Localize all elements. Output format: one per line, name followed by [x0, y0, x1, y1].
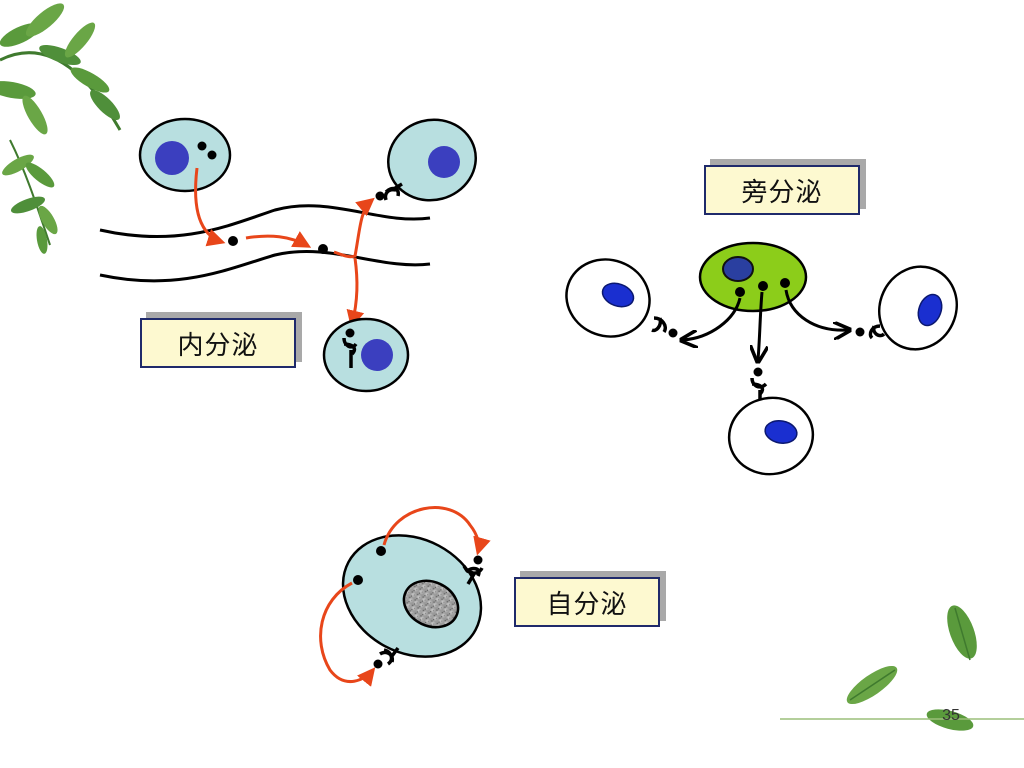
vessel-wall-lower — [99, 250, 431, 283]
paracrine-diagram — [565, 241, 958, 476]
vessel-wall-upper — [99, 204, 431, 239]
hormone-dot — [345, 328, 355, 338]
hormone-dot — [758, 281, 768, 291]
hormone-dot — [207, 150, 217, 160]
target-cell — [878, 265, 958, 351]
hormone-dot — [318, 244, 328, 254]
autocrine-arrow-bottom — [319, 581, 376, 687]
fern-leaves-decoration — [0, 3, 122, 254]
hormone-dot — [375, 191, 385, 201]
receptor-icon — [379, 646, 400, 666]
hormone-dot — [197, 141, 207, 151]
page-number: 35 — [942, 707, 960, 724]
endocrine-label-text: 内分泌 — [177, 330, 259, 361]
hormone-dot — [753, 367, 763, 377]
nucleus — [601, 282, 635, 308]
nucleus — [155, 141, 189, 175]
diffusion-arrow-left — [683, 297, 742, 340]
hormone-dot — [473, 555, 483, 565]
autocrine-diagram — [319, 506, 491, 687]
paracrine-label: 旁分泌 — [704, 165, 860, 215]
leaves-decoration-bottom-right — [846, 605, 977, 731]
hormone-dot — [373, 659, 383, 669]
nucleus — [361, 339, 393, 371]
nucleus — [917, 293, 943, 327]
hormone-dot — [735, 287, 745, 297]
nucleus — [764, 420, 798, 444]
transport-arrow — [333, 197, 375, 259]
autocrine-arrow-top — [382, 506, 491, 556]
receptor-icon — [462, 565, 484, 585]
nucleus — [722, 256, 754, 282]
hormone-dot — [376, 546, 386, 556]
hormone-dot — [855, 327, 865, 337]
hormone-dot — [228, 236, 238, 246]
diffusion-arrow-right — [784, 289, 848, 330]
endocrine-diagram — [99, 117, 477, 393]
nucleus — [428, 146, 460, 178]
hormone-dot — [353, 575, 363, 585]
hormone-dot — [668, 328, 678, 338]
receptor-icon — [750, 377, 768, 400]
endocrine-label: 内分泌 — [140, 318, 296, 368]
autocrine-label-text: 自分泌 — [546, 589, 628, 620]
hormone-dot — [780, 278, 790, 288]
receptor-icon — [868, 324, 886, 340]
transport-arrow — [346, 257, 365, 329]
transport-arrow — [245, 231, 312, 248]
autocrine-label: 自分泌 — [514, 577, 660, 627]
receptor-icon — [383, 182, 403, 201]
nucleus — [402, 579, 460, 629]
receptor-icon — [651, 316, 667, 333]
secretion-arrow — [194, 167, 226, 247]
diffusion-arrow-down — [758, 291, 762, 360]
paracrine-label-text: 旁分泌 — [741, 177, 823, 208]
receptor-icon — [342, 337, 358, 368]
